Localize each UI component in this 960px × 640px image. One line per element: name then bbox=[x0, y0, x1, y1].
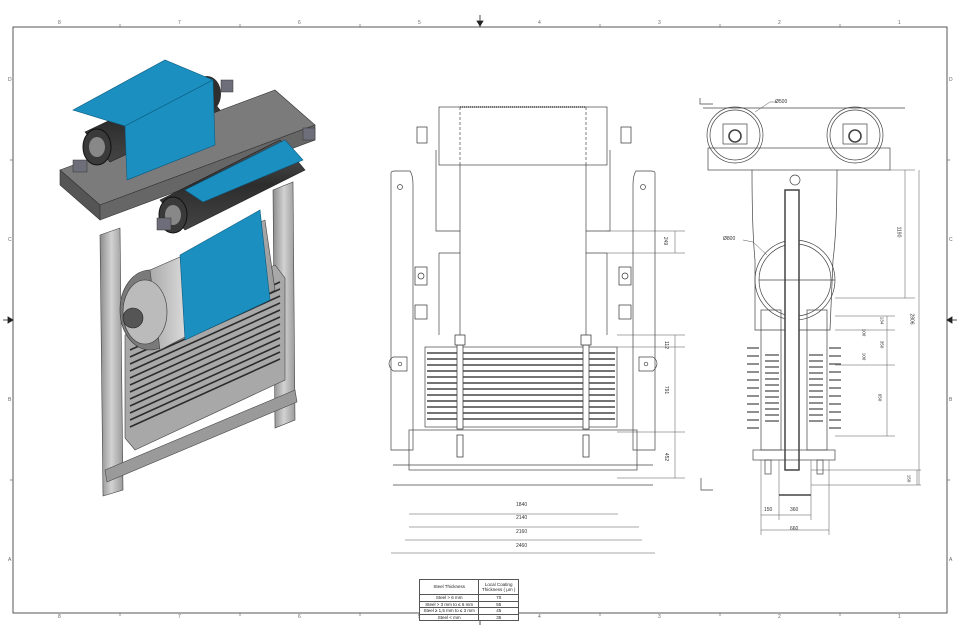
dim-label-112: 112 bbox=[662, 341, 669, 349]
table-cell: Steel > 3 mm to ≤ 6 mm bbox=[418, 600, 480, 608]
zone-labels-right: D C B A bbox=[949, 0, 955, 640]
diameter-label-500: Ø500 bbox=[775, 99, 788, 105]
dim-label-1840: 1840 bbox=[516, 502, 528, 508]
side-view bbox=[699, 98, 921, 535]
zone-label: A bbox=[8, 557, 12, 563]
table-row: Steel ≥ 1,5 mm to ≤ 3 mm 45 bbox=[418, 607, 519, 615]
zone-label: 4 bbox=[538, 20, 541, 26]
dim-label-360: 360 bbox=[790, 507, 799, 513]
zone-label: 6 bbox=[298, 614, 301, 620]
dim-label-134: 134 bbox=[879, 316, 885, 325]
table-row: Steel > 6 mm 70 bbox=[418, 594, 519, 602]
dim-label-452: 452 bbox=[663, 452, 670, 462]
table-cell: Steel ≥ 1,5 mm to ≤ 3 mm bbox=[418, 607, 480, 615]
roller-front bbox=[158, 139, 306, 234]
zone-label: 4 bbox=[538, 614, 541, 620]
belt-lower bbox=[179, 209, 271, 341]
zone-label: 3 bbox=[658, 20, 661, 26]
table-header: Steel Thickness bbox=[418, 579, 480, 595]
dim-label-2160: 2160 bbox=[516, 529, 528, 535]
dim-label-660: 660 bbox=[790, 526, 799, 532]
dim-label-2806: 2806 bbox=[908, 313, 915, 325]
dim-label-791: 791 bbox=[663, 385, 670, 395]
zone-label: 1 bbox=[898, 614, 901, 620]
zone-label: 5 bbox=[418, 20, 421, 26]
table-cell: 35 bbox=[478, 613, 519, 621]
front-view bbox=[388, 106, 685, 554]
zone-label: 8 bbox=[58, 20, 61, 26]
table-row: Steel > 3 mm to ≤ 6 mm 55 bbox=[418, 600, 519, 608]
zone-label: C bbox=[949, 237, 953, 243]
table-row: Steel < mm 35 bbox=[418, 613, 519, 621]
zone-label: 8 bbox=[58, 614, 61, 620]
dim-label-650: 650 bbox=[877, 393, 883, 402]
dim-label-350: 350 bbox=[879, 340, 885, 349]
zone-label: 7 bbox=[178, 20, 181, 26]
table-cell: 55 bbox=[478, 600, 519, 608]
zone-label: 1 bbox=[898, 20, 901, 26]
diameter-label-800: Ø800 bbox=[723, 236, 736, 242]
zone-label: B bbox=[8, 397, 12, 403]
dim-label-150v: 150 bbox=[906, 474, 912, 483]
isometric-view bbox=[59, 59, 316, 497]
zone-label: 2 bbox=[778, 614, 781, 620]
zone-labels-top: 8 7 6 5 4 3 2 1 bbox=[0, 20, 960, 28]
zone-label: B bbox=[949, 397, 953, 403]
zone-label: A bbox=[949, 557, 953, 563]
table-header: Local Coating Thickness ( μm ) bbox=[478, 579, 519, 595]
zone-label: 6 bbox=[298, 20, 301, 26]
dim-label-249: 249 bbox=[662, 236, 669, 246]
coating-thickness-table: Steel Thickness Local Coating Thickness … bbox=[418, 579, 519, 621]
zone-labels-left: D C B A bbox=[8, 0, 14, 640]
table-cell: 70 bbox=[478, 594, 519, 602]
dim-label-100b: 100 bbox=[861, 352, 867, 361]
zone-label: D bbox=[8, 77, 12, 83]
table-cell: 45 bbox=[478, 607, 519, 615]
dim-label-150h: 150 bbox=[764, 507, 773, 513]
zone-label: 3 bbox=[658, 614, 661, 620]
dim-label-2140: 2140 bbox=[516, 515, 528, 521]
zone-label: 2 bbox=[778, 20, 781, 26]
zone-label: D bbox=[949, 77, 953, 83]
table-cell: Steel < mm bbox=[418, 613, 480, 621]
dim-label-1190: 1190 bbox=[895, 226, 902, 238]
dim-label-2460: 2460 bbox=[516, 543, 528, 549]
zone-label: 7 bbox=[178, 614, 181, 620]
dim-label-100a: 100 bbox=[861, 328, 867, 337]
zone-label: C bbox=[8, 237, 12, 243]
table-cell: Steel > 6 mm bbox=[418, 594, 480, 602]
